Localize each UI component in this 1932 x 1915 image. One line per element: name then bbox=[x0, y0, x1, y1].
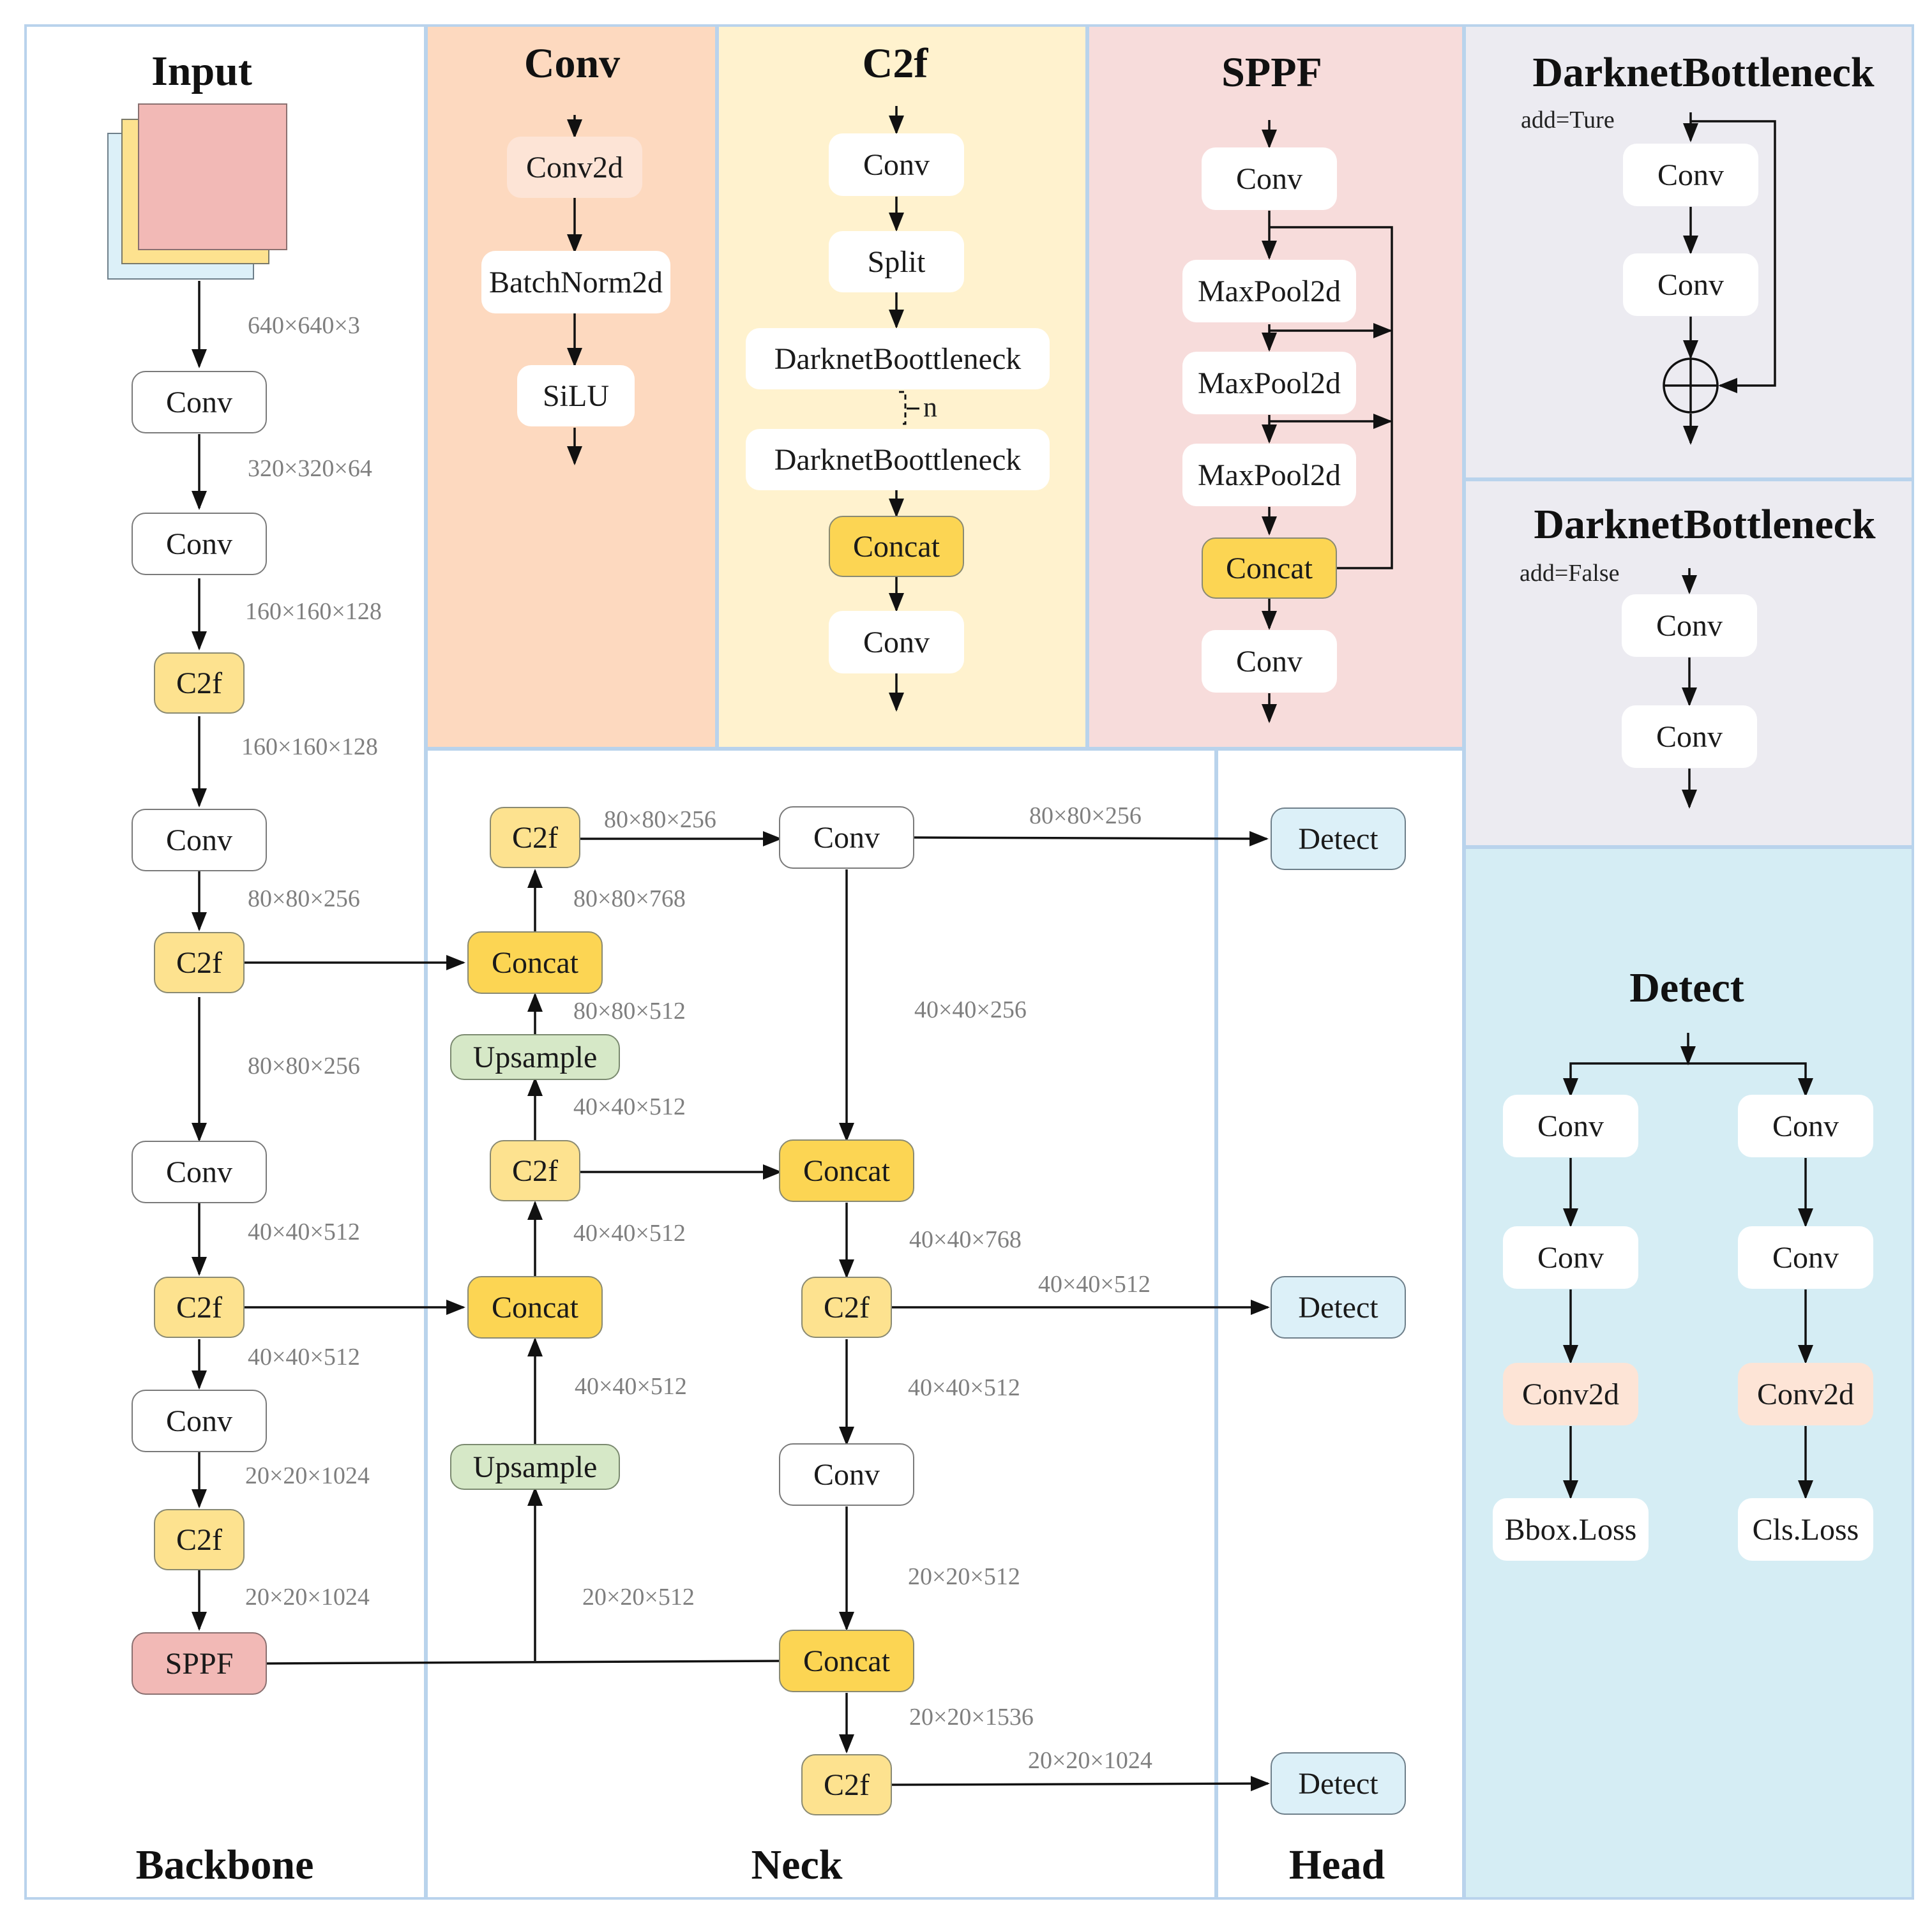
c2f-module-concat: Concat bbox=[829, 516, 964, 577]
sppf-module-maxpool-2: MaxPool2d bbox=[1182, 352, 1356, 414]
detect-module-right-conv-1: Conv bbox=[1738, 1095, 1873, 1157]
c2f-module-repeat-label: n bbox=[923, 391, 937, 423]
head-detect-bottom: Detect bbox=[1271, 1752, 1406, 1815]
neck-dim-sppf-out: 20×20×512 bbox=[582, 1584, 695, 1611]
neck-dim-c2f-to-conv: 80×80×256 bbox=[604, 806, 716, 833]
bottleneck-false-conv-2: Conv bbox=[1622, 705, 1757, 768]
sppf-module-maxpool-1: MaxPool2d bbox=[1182, 260, 1356, 322]
sppf-module-conv-out: Conv bbox=[1202, 630, 1337, 693]
backbone-conv-1: Conv bbox=[132, 371, 267, 433]
backbone-sppf: SPPF bbox=[132, 1632, 267, 1695]
input-title: Input bbox=[151, 48, 252, 94]
neck-c2f-mid: C2f bbox=[490, 1140, 580, 1201]
neck-dim-concat-mid-out: 40×40×512 bbox=[573, 1220, 686, 1247]
neck-dim-head-top: 80×80×256 bbox=[1029, 802, 1142, 829]
sppf-module-concat: Concat bbox=[1202, 537, 1337, 599]
bottleneck-false-subtitle: add=False bbox=[1520, 560, 1620, 587]
neck-c2f-mid-right: C2f bbox=[801, 1277, 892, 1338]
conv-module-batchnorm: BatchNorm2d bbox=[481, 251, 670, 313]
neck-upsample-bottom: Upsample bbox=[450, 1444, 620, 1490]
detect-module-cls-loss: Cls.Loss bbox=[1738, 1498, 1873, 1561]
backbone-dim-1: 640×640×3 bbox=[248, 312, 360, 339]
detect-module-left-conv-1: Conv bbox=[1503, 1095, 1638, 1157]
backbone-dim-10: 20×20×1024 bbox=[245, 1584, 370, 1611]
neck-dim-concat-bottom-out: 20×20×1536 bbox=[909, 1704, 1034, 1731]
backbone-dim-2: 320×320×64 bbox=[248, 455, 372, 482]
backbone-dim-5: 80×80×256 bbox=[248, 885, 360, 912]
backbone-dim-3: 160×160×128 bbox=[245, 598, 382, 625]
c2f-module-title: C2f bbox=[862, 40, 928, 87]
c2f-module-conv-out: Conv bbox=[829, 611, 964, 673]
neck-dim-c2f-mid-right-out: 40×40×512 bbox=[908, 1374, 1020, 1401]
neck-conv-top: Conv bbox=[779, 806, 914, 869]
bottleneck-true-subtitle: add=Ture bbox=[1521, 107, 1615, 133]
residual-add-icon bbox=[1664, 359, 1717, 412]
neck-conv-bottom: Conv bbox=[779, 1443, 914, 1506]
neck-dim-conv-bottom-out: 20×20×512 bbox=[908, 1563, 1020, 1590]
backbone-c2f-2: C2f bbox=[154, 932, 245, 993]
neck-concat-bottom: Concat bbox=[779, 1630, 914, 1692]
neck-dim-upsample-top-out: 80×80×512 bbox=[573, 998, 686, 1025]
bottleneck-true-conv-2: Conv bbox=[1623, 253, 1758, 316]
neck-dim-head-bottom: 20×20×1024 bbox=[1028, 1747, 1152, 1774]
neck-dim-head-mid: 40×40×512 bbox=[1038, 1271, 1151, 1298]
neck-concat-mid-left: Concat bbox=[467, 1276, 603, 1339]
backbone-conv-2: Conv bbox=[132, 513, 267, 575]
neck-dim-upsample-bottom-out: 40×40×512 bbox=[575, 1373, 687, 1400]
detect-module-right-conv-2: Conv bbox=[1738, 1226, 1873, 1289]
neck-dim-concat-top-out: 80×80×768 bbox=[573, 885, 686, 912]
head-detect-mid: Detect bbox=[1271, 1276, 1406, 1339]
backbone-dim-6: 80×80×256 bbox=[248, 1053, 360, 1079]
backbone-title: Backbone bbox=[135, 1842, 314, 1888]
neck-upsample-top: Upsample bbox=[450, 1034, 620, 1080]
detect-module-right-conv2d: Conv2d bbox=[1738, 1363, 1873, 1425]
c2f-module-bottleneck-1: DarknetBoottleneck bbox=[746, 328, 1050, 389]
input-layer-pink bbox=[138, 103, 287, 250]
backbone-dim-9: 20×20×1024 bbox=[245, 1462, 370, 1489]
backbone-dim-8: 40×40×512 bbox=[248, 1344, 360, 1371]
c2f-module-split: Split bbox=[829, 231, 964, 292]
backbone-conv-3: Conv bbox=[132, 809, 267, 871]
backbone-conv-5: Conv bbox=[132, 1390, 267, 1452]
conv-module-title: Conv bbox=[524, 40, 621, 87]
detect-module-left-conv2d: Conv2d bbox=[1503, 1363, 1638, 1425]
detect-module-bbox-loss: Bbox.Loss bbox=[1493, 1498, 1649, 1561]
neck-c2f-top: C2f bbox=[490, 807, 580, 868]
conv-module-silu: SiLU bbox=[517, 365, 635, 426]
sppf-module-title: SPPF bbox=[1221, 49, 1322, 96]
detect-module-left-conv-2: Conv bbox=[1503, 1226, 1638, 1289]
bottleneck-true-title: DarknetBottleneck bbox=[1532, 49, 1875, 96]
sppf-module-conv-in: Conv bbox=[1202, 147, 1337, 210]
backbone-dim-7: 40×40×512 bbox=[248, 1219, 360, 1245]
neck-title: Neck bbox=[751, 1842, 843, 1888]
neck-concat-top: Concat bbox=[467, 931, 603, 994]
conv-module-conv2d: Conv2d bbox=[507, 137, 642, 198]
head-detect-top: Detect bbox=[1271, 807, 1406, 870]
c2f-module-bottleneck-2: DarknetBoottleneck bbox=[746, 429, 1050, 490]
bottleneck-false-title: DarknetBottleneck bbox=[1534, 501, 1876, 548]
bottleneck-false-conv-1: Conv bbox=[1622, 594, 1757, 657]
neck-dim-c2f-mid-out: 40×40×512 bbox=[573, 1093, 686, 1120]
head-title: Head bbox=[1288, 1842, 1385, 1888]
backbone-c2f-1: C2f bbox=[154, 652, 245, 714]
neck-dim-concat-mid-right-out: 40×40×768 bbox=[909, 1226, 1022, 1253]
neck-c2f-bottom: C2f bbox=[801, 1754, 892, 1815]
sppf-module-maxpool-3: MaxPool2d bbox=[1182, 444, 1356, 506]
backbone-dim-4: 160×160×128 bbox=[241, 733, 378, 760]
c2f-module-conv-in: Conv bbox=[829, 133, 964, 196]
detect-module-title: Detect bbox=[1629, 965, 1744, 1011]
backbone-c2f-4: C2f bbox=[154, 1509, 245, 1570]
bottleneck-true-conv-1: Conv bbox=[1623, 144, 1758, 206]
backbone-c2f-3: C2f bbox=[154, 1277, 245, 1338]
backbone-conv-4: Conv bbox=[132, 1141, 267, 1203]
neck-concat-mid-right: Concat bbox=[779, 1139, 914, 1202]
neck-dim-conv-top-down: 40×40×256 bbox=[914, 996, 1027, 1023]
